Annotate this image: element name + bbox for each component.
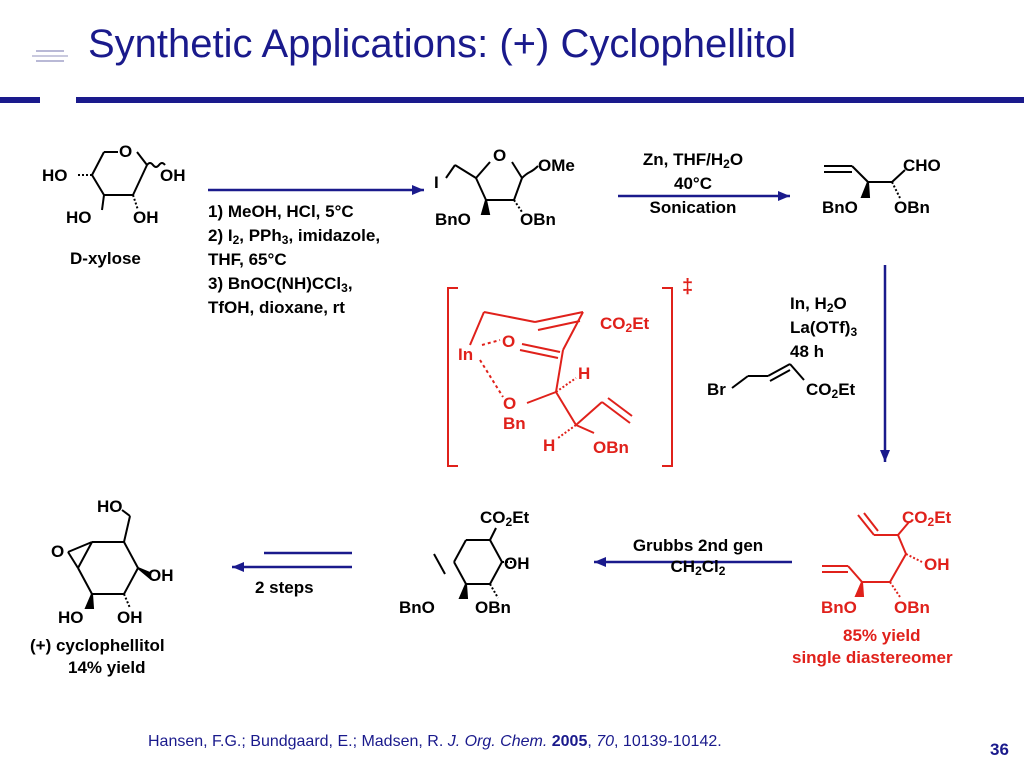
cyclophellitol-epoxide-oxygen: O (51, 542, 65, 561)
cyclophellitol-oh-right: OH (148, 566, 174, 585)
title-rule-right (76, 97, 1024, 103)
adduct-structure (822, 512, 923, 598)
xylose-ho-left: HO (42, 166, 68, 185)
step5-label: 2 steps (255, 578, 314, 597)
adduct-selectivity: single diastereomer (792, 648, 953, 667)
step1-line2: 2) I2, PPh3, imidazole, (208, 226, 381, 247)
cyclohexene-oh: OH (504, 554, 530, 573)
furanoside-ring-oxygen: O (493, 146, 507, 165)
ts-dagger: ‡ (682, 276, 694, 298)
step2-conditions: Zn, THF/H2O 40°C Sonication (626, 148, 760, 220)
step1-line3: THF, 65°C (208, 250, 287, 269)
step3-conditions: In, H2O La(OTf)3 48 h (790, 292, 857, 364)
cyclohexene-structure (433, 527, 514, 599)
adduct-oh: OH (924, 555, 950, 574)
citation-pages: , 10139-10142. (614, 733, 722, 750)
xylose-structure (78, 151, 166, 211)
cyclophellitol-ho-bottom: HO (58, 608, 84, 627)
step1-conditions: 1) MeOH, HCl, 5°C 2) I2, PPh3, imidazole… (208, 200, 380, 320)
step1-line4: 3) BnOC(NH)CCl3, (208, 274, 353, 295)
furanoside-ome: OMe (538, 156, 575, 175)
cyclohexene-ester: CO2Et (480, 508, 530, 529)
cyclophellitol-ho-top: HO (97, 497, 123, 516)
adduct-bno: BnO (821, 598, 857, 617)
step2-line3: Sonication (649, 198, 737, 217)
xylose-name: D-xylose (70, 249, 141, 268)
citation-volume: 70 (596, 733, 615, 750)
ts-h-top: H (578, 364, 591, 383)
step4-conditions: Grubbs 2nd gen CH2Cl2 (610, 536, 786, 578)
furanoside-iodo: I (434, 173, 439, 192)
step3-line3: 48 h (790, 342, 825, 361)
cyclophellitol-yield: 14% yield (68, 658, 146, 677)
ts-ether-oxygen: O (503, 394, 517, 413)
step4-line2: CH2Cl2 (670, 557, 726, 578)
aldehyde-structure (824, 165, 906, 199)
transition-state-structure (447, 287, 673, 467)
ts-benzyl: Bn (503, 414, 526, 433)
bromocrotonate-structure (731, 363, 805, 389)
ts-ester: CO2Et (600, 314, 650, 335)
ts-indium: In (458, 345, 474, 364)
aldehyde-bno: BnO (822, 198, 858, 217)
step3-line1: In, H2O (790, 294, 847, 315)
page-number: 36 (990, 740, 1009, 759)
xylose-oh-right: OH (160, 166, 186, 185)
bromocrotonate-br: Br (707, 380, 726, 399)
ts-h-bottom: H (543, 436, 556, 455)
xylose-ring-oxygen: O (119, 142, 133, 161)
cyclophellitol-structure (67, 509, 151, 609)
step2-line2: 40°C (674, 174, 712, 193)
step3-line2: La(OTf)3 (790, 318, 858, 339)
cyclohexene-obn: OBn (475, 598, 511, 617)
adduct-obn: OBn (894, 598, 930, 617)
citation-authors: Hansen, F.G.; Bundgaard, E.; Madsen, R. (148, 733, 448, 750)
aldehyde-cho: CHO (903, 156, 941, 175)
citation: Hansen, F.G.; Bundgaard, E.; Madsen, R. … (148, 733, 722, 750)
cyclophellitol-oh-bottom: OH (117, 608, 143, 627)
aldehyde-obn: OBn (894, 198, 930, 217)
furanoside-bno: BnO (435, 210, 471, 229)
furanoside-obn: OBn (520, 210, 556, 229)
ts-obn: OBn (593, 438, 629, 457)
cyclohexene-bno: BnO (399, 598, 435, 617)
page-title: Synthetic Applications: (+) Cyclophellit… (88, 22, 797, 66)
citation-journal: J. Org. Chem. (447, 733, 548, 750)
citation-year: 2005 (551, 733, 588, 750)
xylose-oh-bottom: OH (133, 208, 159, 227)
adduct-yield: 85% yield (843, 626, 921, 645)
bromocrotonate-ester: CO2Et (806, 380, 856, 401)
title-rule-left (0, 97, 40, 103)
adduct-ester: CO2Et (902, 508, 952, 529)
furanoside-structure (445, 161, 539, 215)
cyclophellitol-name: (+) cyclophellitol (30, 636, 165, 655)
step2-line1: Zn, THF/H2O (642, 150, 744, 171)
logo-mark (32, 50, 68, 62)
step4-line1: Grubbs 2nd gen (632, 536, 764, 555)
ts-carbonyl-oxygen: O (502, 332, 516, 351)
xylose-ho-bottom: HO (66, 208, 92, 227)
step1-line1: 1) MeOH, HCl, 5°C (208, 202, 354, 221)
step1-line5: TfOH, dioxane, rt (208, 298, 345, 317)
